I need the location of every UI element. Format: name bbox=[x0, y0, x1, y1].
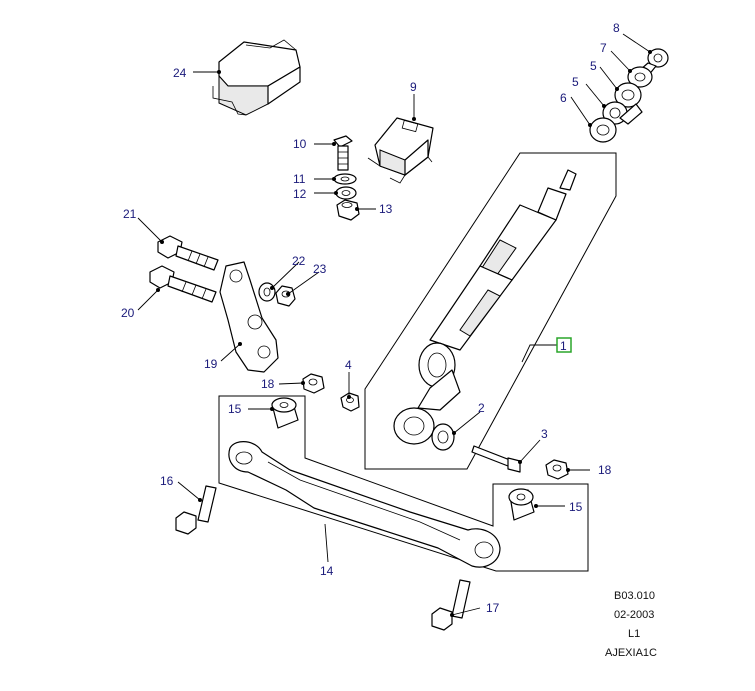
callout-10[interactable]: 10 bbox=[293, 137, 307, 151]
part-5-bush-upper bbox=[614, 82, 642, 108]
callout-23[interactable]: 23 bbox=[313, 262, 327, 276]
part-15-bush-left bbox=[271, 397, 299, 429]
callout-24[interactable]: 24 bbox=[173, 66, 187, 80]
callout-14[interactable]: 14 bbox=[320, 564, 334, 578]
assembly-box-radius-arm bbox=[364, 152, 617, 470]
leader-lines bbox=[137, 33, 651, 616]
callout-5-upper[interactable]: 5 bbox=[590, 59, 597, 73]
callout-19[interactable]: 19 bbox=[204, 357, 218, 371]
callout-9[interactable]: 9 bbox=[410, 80, 417, 94]
callout-21[interactable]: 21 bbox=[123, 207, 137, 221]
part-22-washer bbox=[258, 282, 276, 302]
callout-7[interactable]: 7 bbox=[600, 41, 607, 55]
part-15-bush-right bbox=[508, 488, 535, 521]
callout-4[interactable]: 4 bbox=[345, 358, 352, 372]
part-7-washer bbox=[627, 66, 653, 88]
leader-dots bbox=[156, 50, 652, 617]
part-2-bush bbox=[431, 423, 455, 451]
drawing-code: AJEXIA1C bbox=[605, 647, 657, 659]
callout-15-left[interactable]: 15 bbox=[228, 402, 242, 416]
callout-5-lower[interactable]: 5 bbox=[572, 75, 579, 89]
part-21-bolt bbox=[157, 235, 219, 271]
part-14-lower-link bbox=[228, 441, 501, 568]
callout-1[interactable]: 1 bbox=[560, 339, 567, 353]
part-20-bolt bbox=[149, 265, 217, 303]
part-6-washer bbox=[589, 117, 617, 143]
callout-17[interactable]: 17 bbox=[486, 601, 500, 615]
drawing-ref: B03.010 bbox=[614, 590, 655, 602]
part-13-nut bbox=[336, 199, 360, 221]
callout-3[interactable]: 3 bbox=[541, 427, 548, 441]
drawing-date: 02-2003 bbox=[614, 609, 654, 621]
callout-12[interactable]: 12 bbox=[293, 187, 307, 201]
callout-20[interactable]: 20 bbox=[121, 306, 135, 320]
callout-16[interactable]: 16 bbox=[160, 474, 174, 488]
part-9-bracket bbox=[367, 117, 434, 184]
part-18-nut-left bbox=[302, 373, 325, 394]
callout-18-right[interactable]: 18 bbox=[598, 463, 612, 477]
callout-13[interactable]: 13 bbox=[379, 202, 393, 216]
part-19-bracket bbox=[219, 261, 279, 373]
callout-8[interactable]: 8 bbox=[613, 21, 620, 35]
part-1-radius-arm bbox=[393, 169, 577, 445]
assembly-box-lower-link bbox=[218, 395, 589, 572]
callout-15-right[interactable]: 15 bbox=[569, 500, 583, 514]
part-5-bush-lower bbox=[602, 101, 643, 125]
callout-1-highlight bbox=[556, 337, 572, 353]
part-17-bolt bbox=[431, 579, 471, 631]
part-24-block bbox=[212, 39, 301, 116]
part-16-bolt bbox=[175, 485, 217, 535]
part-3-bolt bbox=[471, 445, 521, 473]
callout-18-left[interactable]: 18 bbox=[261, 377, 275, 391]
callout-22[interactable]: 22 bbox=[292, 254, 306, 268]
part-23-nut bbox=[275, 285, 296, 307]
callout-6[interactable]: 6 bbox=[560, 91, 567, 105]
drawing-level: L1 bbox=[628, 628, 640, 640]
part-18-nut-right bbox=[545, 459, 569, 480]
part-10-bolt bbox=[333, 135, 353, 171]
callout-11[interactable]: 11 bbox=[293, 172, 306, 186]
callout-2[interactable]: 2 bbox=[478, 401, 485, 415]
part-12-washer bbox=[335, 186, 357, 200]
part-11-washer bbox=[333, 173, 357, 185]
